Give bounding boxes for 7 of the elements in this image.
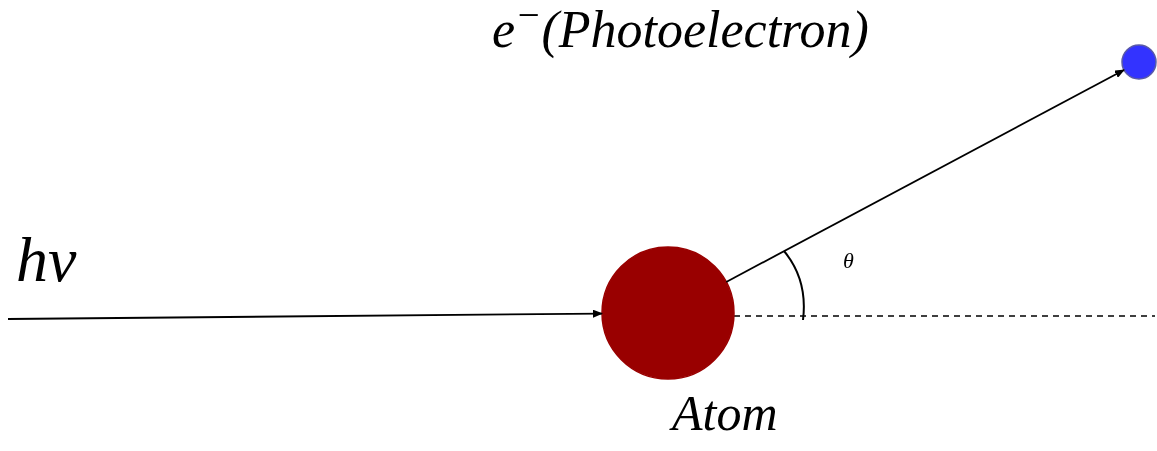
angle-label: θ: [843, 250, 854, 272]
arrow: [7, 309, 603, 320]
arrow: [725, 69, 1125, 283]
photon-label: hν: [16, 228, 77, 292]
atom-circle: [601, 246, 735, 380]
particle-label: e$^{−}$(Photoelectron): [492, 4, 869, 56]
electron-circle: [1121, 44, 1157, 80]
